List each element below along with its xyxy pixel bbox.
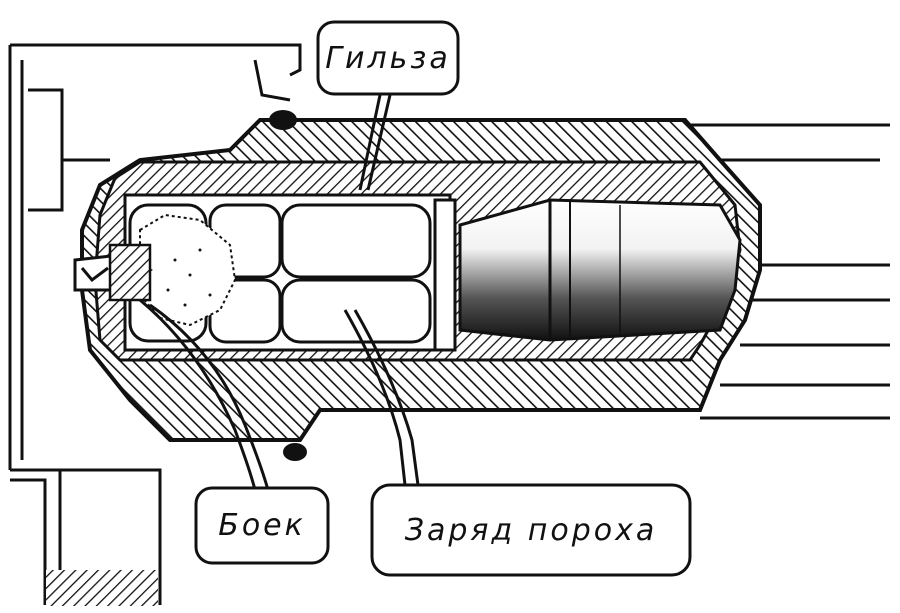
receiver-frame: [8, 43, 302, 605]
fasteners: [269, 110, 307, 461]
label-case-box: [316, 20, 460, 96]
label-firing-pin-text: Боек: [218, 508, 306, 543]
label-case-text: Гильза: [325, 41, 450, 76]
label-powder-charge: Заряд пороха: [370, 483, 692, 577]
label-firing-pin: Боек: [194, 486, 330, 565]
label-case: Гильза: [316, 20, 460, 96]
firing-pin-assembly: [73, 243, 153, 302]
label-firing-pin-box: [194, 486, 330, 565]
receiver-base-shading: [46, 570, 158, 606]
label-powder-charge-text: Заряд пороха: [405, 513, 658, 548]
wad-separator: [433, 198, 457, 352]
barrel-lines: [690, 123, 890, 420]
leader-lines: [139, 94, 420, 491]
ignition-dots: [166, 248, 212, 307]
label-powder-charge-box: [370, 483, 692, 577]
bullet: [458, 198, 742, 342]
